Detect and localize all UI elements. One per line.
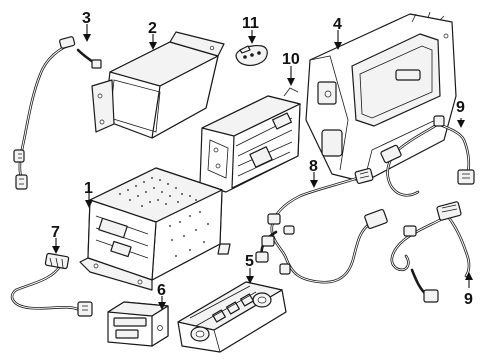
callout-9-upper: 9	[456, 99, 465, 116]
callout-4: 4	[333, 16, 342, 33]
callout-2: 2	[148, 20, 157, 37]
part-11-bezel-piece	[235, 45, 268, 66]
part-8-harness	[255, 167, 388, 284]
part-1-radio-chassis	[79, 167, 231, 291]
callout-6: 6	[157, 282, 166, 299]
part-10-control-module	[199, 87, 301, 193]
callout-labels: 1 2 3 4 5 6 7 8 9 9 10 11	[51, 10, 473, 308]
callout-10: 10	[282, 51, 300, 68]
part-9-harness-lower	[390, 201, 471, 303]
part-4-bezel-frame	[305, 11, 457, 183]
vent-holes	[119, 177, 209, 257]
callout-1: 1	[84, 180, 93, 197]
callout-8: 8	[309, 158, 318, 175]
part-2-display-unit	[91, 31, 225, 139]
callout-7: 7	[51, 224, 60, 241]
part-5-climate-control	[177, 281, 287, 353]
callout-9-lower: 9	[464, 291, 473, 308]
callout-3: 3	[82, 10, 91, 27]
part-9-harness-upper	[380, 115, 475, 197]
leader-lines	[52, 24, 473, 310]
part-6-module	[107, 301, 169, 347]
callout-5: 5	[245, 253, 254, 270]
part-3-cable	[13, 36, 102, 190]
part-7-cable	[10, 252, 93, 317]
callout-11: 11	[242, 15, 259, 32]
